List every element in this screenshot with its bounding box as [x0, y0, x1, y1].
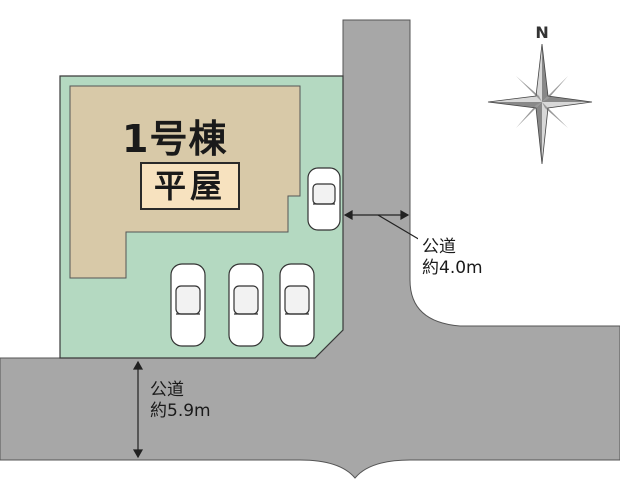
- road-label-north-south: 公道 約4.0m: [418, 236, 487, 280]
- compass-north-label: N: [535, 23, 548, 42]
- car-1: [307, 167, 341, 231]
- parking-spaces: [170, 167, 341, 347]
- road-width-dimension-bottom: [132, 360, 144, 459]
- road-width: 約4.0m: [422, 258, 483, 278]
- vertical-road: [0, 19, 620, 499]
- building-label: 1号棟: [122, 117, 228, 161]
- car-2: [170, 263, 206, 347]
- road-label-east-west: 公道 約5.9m: [150, 380, 211, 422]
- road-width: 約5.9m: [150, 401, 211, 421]
- building-type-badge: 平屋: [140, 162, 240, 210]
- road-bottom-edge: [0, 460, 620, 499]
- compass-rose-icon: N: [487, 23, 593, 165]
- road-name: 公道: [150, 380, 184, 400]
- car-3: [228, 263, 264, 347]
- road-name: 公道: [422, 237, 456, 257]
- car-4: [279, 263, 315, 347]
